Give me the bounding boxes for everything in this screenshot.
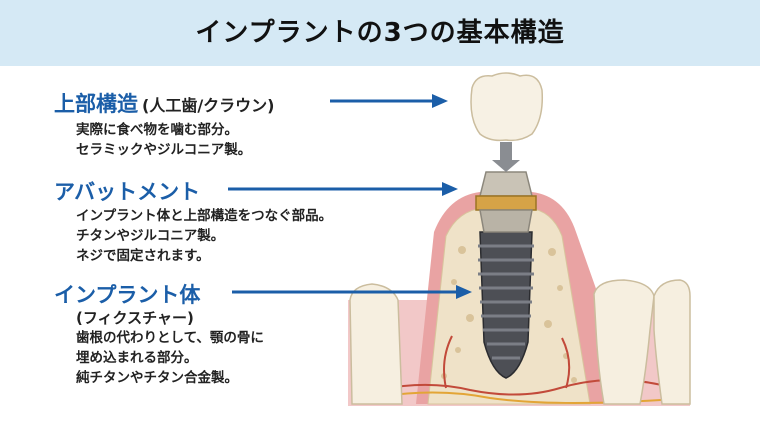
desc-line: 実際に食べ物を噛む部分。 — [76, 122, 238, 138]
fixture-name: インプラント体 — [54, 283, 201, 307]
implant-fixture — [478, 231, 534, 379]
desc-line: 歯根の代わりとして、顎の骨に — [76, 330, 264, 346]
desc-line: チタンやジルコニア製。 — [76, 228, 225, 244]
desc-fixture: (フィクスチャー) 歯根の代わりとして、顎の骨に 埋め込まれる部分。 純チタンや… — [76, 308, 264, 388]
desc-line: インプラント体と上部構造をつなぐ部品。 — [76, 208, 333, 224]
bone-texture — [441, 246, 577, 383]
label-fixture: インプラント体 — [54, 279, 200, 309]
fixture-threads — [478, 244, 534, 360]
fixture-sub: (フィクスチャー) — [76, 309, 194, 327]
page-title: インプラントの3つの基本構造 — [195, 18, 565, 48]
desc-line: セラミックやジルコニア製。 — [76, 142, 252, 158]
desc-line: 埋め込まれる部分。 — [76, 350, 198, 366]
pointer-arrows — [228, 94, 472, 299]
neighbor-tooth-left — [349, 283, 403, 405]
desc-abutment: インプラント体と上部構造をつなぐ部品。 チタンやジルコニア製。 ネジで固定されま… — [76, 206, 332, 266]
label-abutment: アバットメント — [54, 176, 200, 206]
crown-sub: (人工歯/クラウン) — [142, 96, 275, 115]
neighbor-tooth-right-1 — [593, 279, 655, 405]
crown — [470, 72, 544, 142]
crown-name: 上部構造 — [54, 92, 138, 116]
label-crown: 上部構造(人工歯/クラウン) — [54, 88, 274, 118]
abutment-name: アバットメント — [54, 180, 201, 204]
neighbor-tooth-right-2 — [653, 279, 691, 405]
abutment — [475, 171, 537, 233]
desc-line: 純チタンやチタン合金製。 — [76, 370, 238, 386]
assembly-arrow — [492, 142, 520, 172]
desc-line: ネジで固定されます。 — [76, 248, 210, 264]
desc-crown: 実際に食べ物を噛む部分。 セラミックやジルコニア製。 — [76, 120, 251, 160]
header-band — [0, 0, 760, 66]
